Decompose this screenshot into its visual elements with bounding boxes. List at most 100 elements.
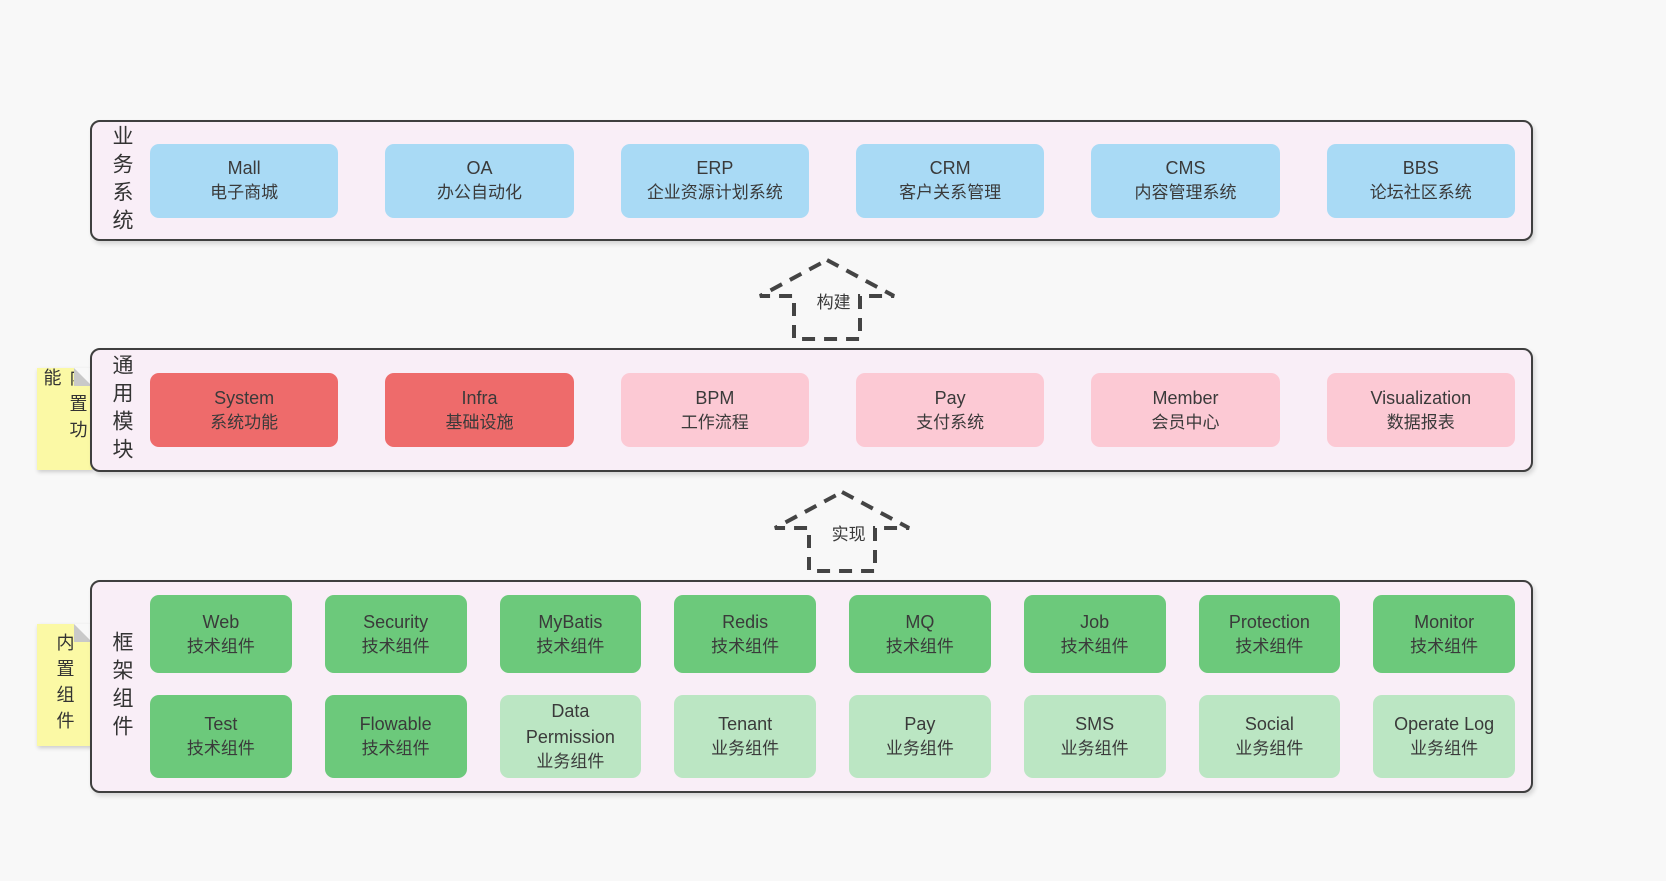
implement-arrow-icon: 实现: [772, 488, 912, 574]
framework-row-1: Web 技术组件 Security 技术组件 MyBatis 技术组件 Redi…: [150, 595, 1515, 674]
box-operate-log-desc: 业务组件: [1410, 739, 1479, 759]
box-mybatis-desc: 技术组件: [536, 637, 605, 657]
box-visualization: Visualization 数据报表: [1326, 373, 1515, 447]
box-mq: MQ 技术组件: [849, 595, 991, 674]
box-cms: CMS 内容管理系统: [1091, 143, 1280, 218]
box-social: Social 业务组件: [1198, 695, 1341, 778]
box-mybatis-name: MyBatis: [538, 611, 603, 632]
box-test: Test 技术组件: [150, 695, 292, 778]
layer-common-modules: 通用模块 System 系统功能 Infra 基础设施 BPM 工作流程 Pay…: [90, 348, 1533, 472]
box-monitor-name: Monitor: [1414, 611, 1475, 632]
box-tenant: Tenant 业务组件: [674, 695, 816, 778]
box-bpm: BPM 工作流程: [620, 373, 809, 447]
box-mq-name: MQ: [905, 611, 935, 632]
box-sms-desc: 业务组件: [1060, 739, 1129, 759]
box-pay: Pay 支付系统: [855, 373, 1045, 447]
box-bbs-desc: 论坛社区系统: [1369, 183, 1472, 203]
box-pay-component-desc: 业务组件: [885, 739, 954, 759]
box-infra: Infra 基础设施: [385, 373, 574, 447]
box-monitor-desc: 技术组件: [1410, 637, 1479, 657]
box-test-name: Test: [204, 714, 238, 734]
box-oa: OA 办公自动化: [385, 143, 574, 218]
box-security: Security 技术组件: [324, 595, 467, 674]
box-crm-name: CRM: [929, 158, 971, 178]
dashed-up-arrow-icon: [774, 489, 910, 573]
box-tenant-desc: 业务组件: [711, 739, 780, 759]
layer-framework-components: 框架组件 Web 技术组件 Security 技术组件 MyBatis 技术组件…: [90, 580, 1533, 793]
box-cms-desc: 内容管理系统: [1134, 183, 1237, 203]
box-social-desc: 业务组件: [1235, 739, 1304, 759]
box-visualization-name: Visualization: [1370, 387, 1472, 408]
layer-label-framework: 框架组件: [110, 630, 133, 743]
box-crm-desc: 客户关系管理: [899, 183, 1002, 203]
implement-arrow-label: 实现: [826, 519, 871, 546]
box-pay-component: Pay 业务组件: [849, 695, 991, 778]
box-system-desc: 系统功能: [210, 412, 279, 432]
box-cms-name: CMS: [1165, 158, 1206, 178]
box-mall-desc: 电子商城: [210, 183, 279, 203]
box-data-permission-name: Data Permission: [525, 701, 615, 747]
box-member: Member 会员中心: [1091, 373, 1280, 447]
box-pay-name: Pay: [934, 387, 966, 408]
box-social-name: Social: [1244, 714, 1294, 734]
box-mq-desc: 技术组件: [885, 637, 954, 657]
box-sms: SMS 业务组件: [1023, 695, 1166, 778]
box-redis-desc: 技术组件: [711, 637, 780, 657]
box-member-name: Member: [1152, 387, 1219, 408]
box-crm: CRM 客户关系管理: [855, 143, 1045, 218]
box-monitor: Monitor 技术组件: [1373, 595, 1515, 674]
box-web: Web 技术组件: [150, 595, 292, 674]
box-infra-name: Infra: [461, 387, 498, 408]
box-protection-desc: 技术组件: [1235, 637, 1304, 657]
business-boxes: Mall 电子商城 OA 办公自动化 ERP 企业资源计划系统 CRM 客户关系…: [150, 143, 1531, 218]
dashed-up-arrow-icon: [759, 257, 895, 341]
sticky-note-builtin-features: 内置功能: [37, 368, 92, 470]
box-visualization-desc: 数据报表: [1386, 412, 1455, 432]
box-mall-name: Mall: [227, 158, 261, 178]
box-operate-log-name: Operate Log: [1394, 714, 1495, 734]
box-redis-name: Redis: [722, 611, 769, 632]
box-erp-name: ERP: [696, 158, 734, 178]
framework-row-2: Test 技术组件 Flowable 技术组件 Data Permission …: [150, 695, 1515, 778]
box-job: Job 技术组件: [1023, 595, 1166, 674]
box-web-desc: 技术组件: [186, 637, 255, 657]
box-erp: ERP 企业资源计划系统: [620, 143, 809, 218]
box-member-desc: 会员中心: [1151, 412, 1220, 432]
layer-label-common: 通用模块: [110, 354, 133, 466]
box-system: System 系统功能: [150, 373, 339, 447]
box-protection: Protection 技术组件: [1198, 595, 1341, 674]
build-arrow-icon: 构建: [757, 256, 897, 342]
box-sms-name: SMS: [1075, 714, 1115, 734]
box-protection-name: Protection: [1228, 611, 1310, 632]
box-oa-name: OA: [466, 158, 493, 178]
box-erp-desc: 企业资源计划系统: [646, 183, 783, 203]
box-flowable: Flowable 技术组件: [324, 695, 467, 778]
box-web-name: Web: [202, 611, 240, 632]
box-bbs-name: BBS: [1402, 158, 1439, 178]
box-oa-desc: 办公自动化: [436, 183, 522, 203]
box-job-desc: 技术组件: [1060, 637, 1129, 657]
framework-boxes: Web 技术组件 Security 技术组件 MyBatis 技术组件 Redi…: [150, 595, 1531, 778]
layer-label-business: 业务系统: [110, 124, 133, 237]
box-redis: Redis 技术组件: [674, 595, 816, 674]
box-bbs: BBS 论坛社区系统: [1326, 143, 1515, 218]
box-tenant-name: Tenant: [718, 714, 773, 734]
box-flowable-desc: 技术组件: [361, 739, 430, 759]
sticky-note-builtin-components: 内置组件: [37, 624, 92, 746]
box-mall: Mall 电子商城: [150, 143, 339, 218]
box-bpm-desc: 工作流程: [680, 412, 749, 432]
box-security-name: Security: [363, 611, 429, 632]
box-test-desc: 技术组件: [186, 739, 255, 759]
box-data-permission-desc: 业务组件: [536, 751, 605, 771]
box-infra-desc: 基础设施: [445, 412, 514, 432]
box-system-name: System: [214, 387, 275, 408]
box-data-permission: Data Permission 业务组件: [499, 695, 642, 778]
build-arrow-label: 构建: [811, 287, 856, 314]
box-flowable-name: Flowable: [359, 714, 432, 734]
box-operate-log: Operate Log 业务组件: [1373, 695, 1515, 778]
box-bpm-name: BPM: [695, 387, 735, 408]
layer-business-systems: 业务系统 Mall 电子商城 OA 办公自动化 ERP 企业资源计划系统 CRM…: [90, 120, 1533, 241]
box-job-name: Job: [1080, 611, 1110, 632]
box-security-desc: 技术组件: [361, 637, 430, 657]
